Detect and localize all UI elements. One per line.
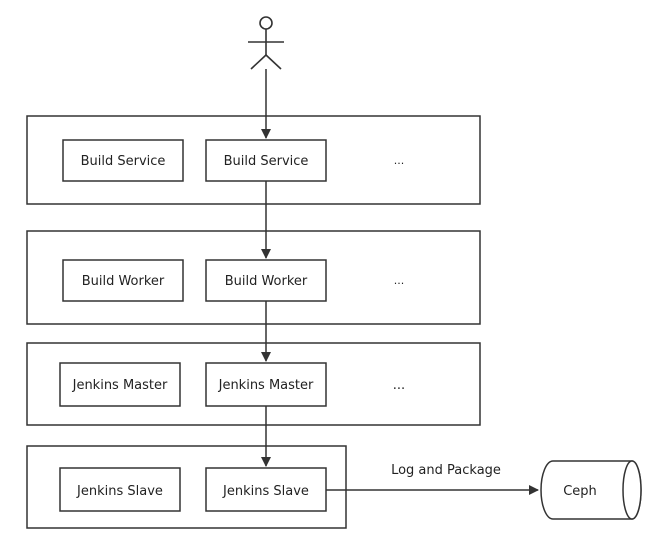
user-stick-figure-icon — [248, 16, 284, 70]
build-service-label-1: Build Service — [81, 154, 166, 169]
jenkins-master-label-1: Jenkins Master — [72, 378, 168, 393]
ceph-label: Ceph — [563, 484, 597, 499]
jenkins-slave-label-2: Jenkins Slave — [222, 484, 309, 499]
build-worker-label-2: Build Worker — [225, 274, 308, 289]
build-worker-ellipsis: ... — [394, 274, 405, 287]
jenkins-master-node-2 — [205, 362, 327, 407]
jenkins-slave-node-1 — [59, 467, 181, 512]
layer-jenkins-slave — [26, 445, 347, 529]
edge-label-log-and-package: Log and Package — [391, 463, 501, 478]
build-service-ellipsis: ... — [394, 154, 405, 167]
layer-jenkins-master — [26, 342, 481, 426]
jenkins-slave-node-2 — [205, 467, 327, 512]
jenkins-slave-label-1: Jenkins Slave — [76, 484, 163, 499]
build-service-node-2 — [205, 139, 327, 182]
ceph-cylinder-icon — [540, 460, 642, 520]
build-service-node-1 — [62, 139, 184, 182]
layer-build-service — [26, 115, 481, 205]
build-worker-label-1: Build Worker — [82, 274, 165, 289]
jenkins-master-ellipsis: ... — [393, 378, 405, 393]
build-service-label-2: Build Service — [224, 154, 309, 169]
jenkins-master-label-2: Jenkins Master — [218, 378, 314, 393]
layer-build-worker — [26, 230, 481, 325]
jenkins-master-node-1 — [59, 362, 181, 407]
build-worker-node-1 — [62, 259, 184, 302]
